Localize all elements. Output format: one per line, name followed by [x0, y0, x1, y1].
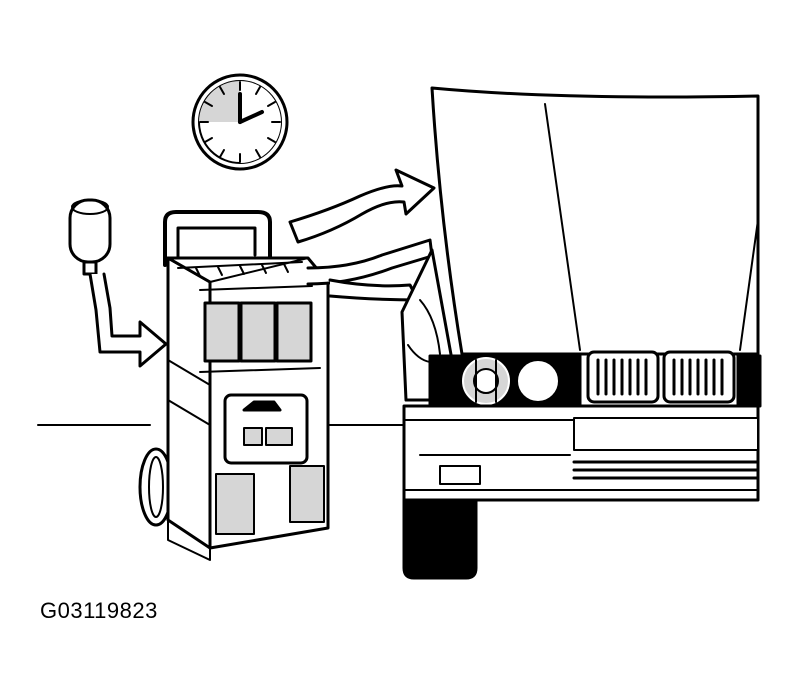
refrigerant-bottle	[68, 198, 112, 276]
clock-icon	[191, 73, 289, 171]
car-open-hood	[400, 86, 762, 580]
flow-arrow	[288, 168, 436, 244]
supply-hose-arrow	[88, 272, 168, 368]
figure-id-label: G03119823	[40, 598, 158, 623]
ac-service-station	[138, 210, 330, 561]
